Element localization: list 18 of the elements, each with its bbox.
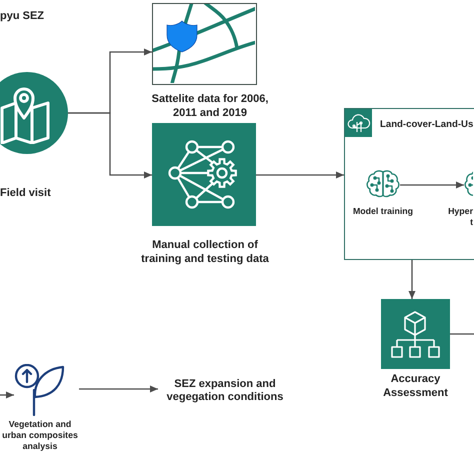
arrow <box>79 386 158 392</box>
arrow <box>68 112 152 178</box>
group-container <box>344 108 474 260</box>
node-label: Sattelite data for 2006, 2011 and 2019 <box>150 92 270 120</box>
node-label: Hyper t <box>447 206 473 228</box>
node-label: Model training <box>352 206 414 217</box>
node-label: Vegetation and urban composites analysis <box>1 419 79 452</box>
arrow <box>408 260 416 299</box>
outcome-text: SEZ expansion and vegegation conditions <box>158 378 292 406</box>
arrow <box>400 182 464 188</box>
group-title: Land-cover-Land-Us <box>380 118 474 132</box>
arrow <box>256 172 344 178</box>
node-label: Field visit <box>0 186 52 200</box>
heading-text: pyu SEZ <box>0 9 44 23</box>
connector-line <box>450 333 474 335</box>
node-label: Manual collection of training and testing data <box>140 238 270 266</box>
node-label: Accuracy Assessment <box>382 372 449 400</box>
arrow <box>0 392 14 398</box>
